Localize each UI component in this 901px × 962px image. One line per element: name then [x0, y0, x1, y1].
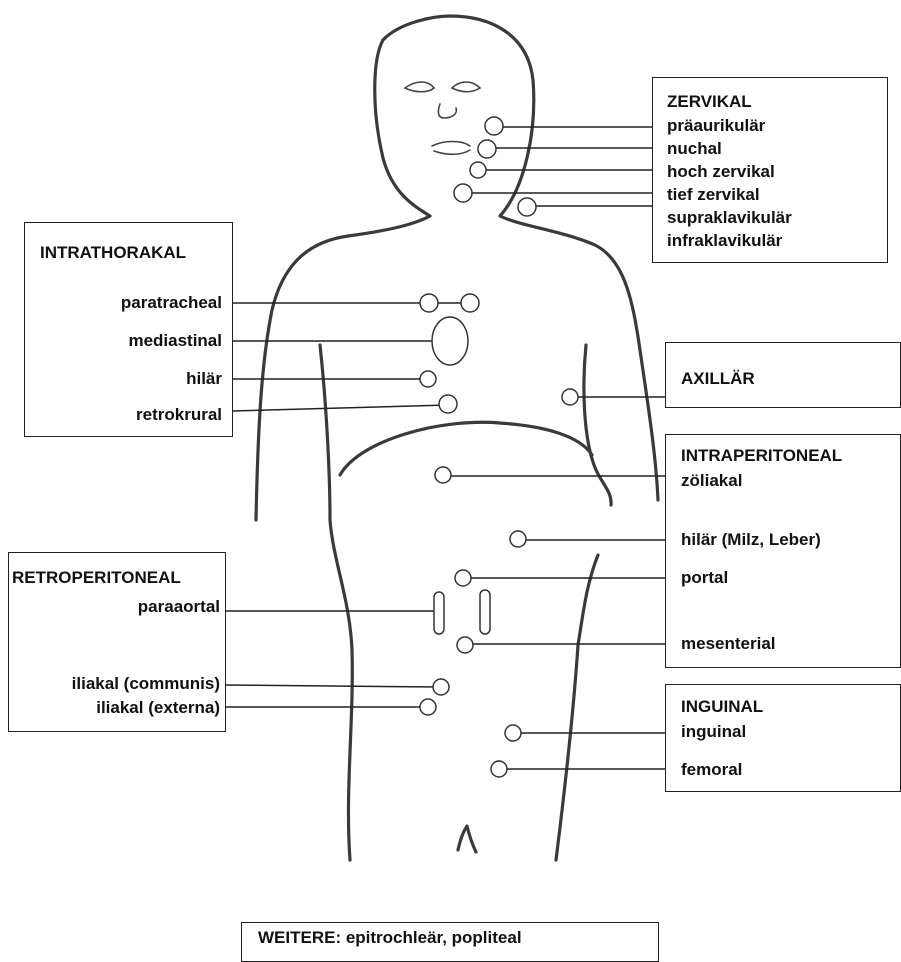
inguinal-title: INGUINAL	[681, 697, 763, 717]
intrathorakal-title: INTRATHORAKAL	[40, 243, 186, 263]
axillaer-title: AXILLÄR	[681, 369, 755, 389]
face-sketch	[405, 82, 480, 154]
node-paraaortal-right	[480, 590, 490, 634]
node-zoeliakal	[435, 467, 451, 483]
intraperitoneal-box	[665, 434, 901, 668]
intrathorakal-item: paratracheal	[34, 293, 222, 313]
node-femoral	[491, 761, 507, 777]
node-hilaer-milz-leber	[510, 531, 526, 547]
zervikal-item: nuchal	[667, 139, 722, 159]
node-praeaurikulaer	[485, 117, 503, 135]
zervikal-item: supraklavikulär	[667, 208, 792, 228]
intraperitoneal-item: portal	[681, 568, 728, 588]
zervikal-title: ZERVIKAL	[667, 92, 752, 112]
inguinal-item: inguinal	[681, 722, 746, 742]
intraperitoneal-title: INTRAPERITONEAL	[681, 446, 842, 466]
zervikal-item: tief zervikal	[667, 185, 760, 205]
node-paratracheal-right	[461, 294, 479, 312]
node-supraklavikulaer	[518, 198, 536, 216]
node-retrokrural	[439, 395, 457, 413]
node-mediastinal	[432, 317, 468, 365]
node-paratracheal-left	[420, 294, 438, 312]
footer-text: WEITERE: epitrochleär, popliteal	[258, 928, 522, 948]
node-hilaer	[420, 371, 436, 387]
zervikal-item: hoch zervikal	[667, 162, 775, 182]
inguinal-item: femoral	[681, 760, 742, 780]
node-mesenterial	[457, 637, 473, 653]
zervikal-item: infraklavikulär	[667, 231, 782, 251]
node-tief-zervikal	[454, 184, 472, 202]
node-nuchal	[478, 140, 496, 158]
retroperitoneal-item: paraaortal	[12, 597, 220, 617]
intraperitoneal-item: hilär (Milz, Leber)	[681, 530, 821, 550]
node-iliakal-externa	[420, 699, 436, 715]
node-portal	[455, 570, 471, 586]
node-hoch-zervikal	[470, 162, 486, 178]
intrathorakal-item: hilär	[34, 369, 222, 389]
intraperitoneal-item: zöliakal	[681, 471, 742, 491]
retroperitoneal-item: iliakal (externa)	[12, 698, 220, 718]
node-axillaer	[562, 389, 578, 405]
zervikal-item: präaurikulär	[667, 116, 765, 136]
node-iliakal-communis	[433, 679, 449, 695]
intrathorakal-item: retrokrural	[34, 405, 222, 425]
node-paraaortal-left	[434, 592, 444, 634]
intrathorakal-item: mediastinal	[34, 331, 222, 351]
retroperitoneal-item: iliakal (communis)	[12, 674, 220, 694]
retroperitoneal-title: RETROPERITONEAL	[12, 568, 181, 588]
intraperitoneal-item: mesenterial	[681, 634, 776, 654]
node-inguinal	[505, 725, 521, 741]
leader-lines	[225, 127, 665, 769]
